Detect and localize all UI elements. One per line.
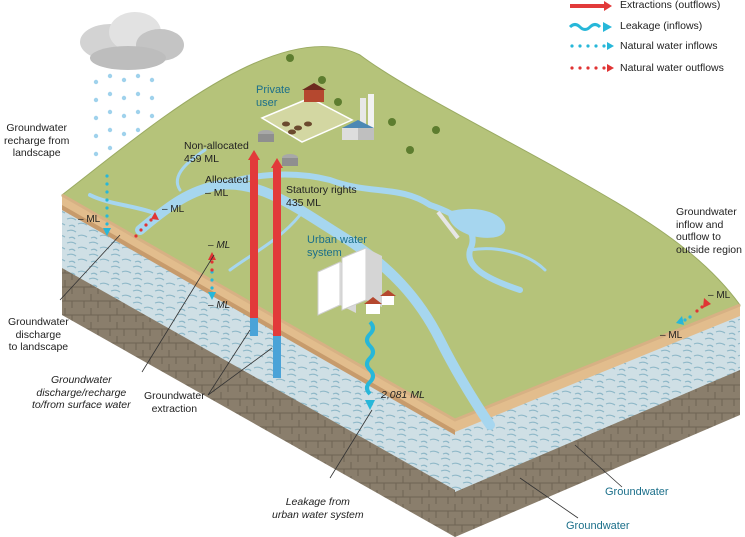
bore-statutory [271,158,283,378]
label-inflow-outflow-region: Groundwater inflow and outflow to outsid… [676,206,742,256]
reservoir [448,208,506,238]
legend-natural-inflows: Natural water inflows [620,40,718,52]
label-statutory-rights: Statutory rights 435 ML [286,184,357,209]
label-non-allocated: Non-allocated 459 ML [184,140,249,165]
ml-surface-top: – ML [208,240,231,251]
legend-leakage: Leakage (inflows) [620,20,703,32]
legend-natural-outflows: Natural water outflows [620,62,724,74]
label-groundwater-bottom: Groundwater [566,520,630,532]
label-discharge-landscape: Groundwater discharge to landscape [8,316,69,353]
right-face [455,305,740,537]
ml-right-out: – ML [708,290,731,301]
dam-wall [436,210,460,240]
bore-non-allocated [248,150,260,336]
water-tanks [258,130,298,166]
rain-cloud [80,12,184,70]
land-surface [61,46,741,421]
label-private-user: Private user [256,84,291,109]
legend-glyphs [568,1,614,72]
label-discharge-surface: Groundwater discharge/recharge to/from s… [32,374,131,411]
rain-drops [93,73,155,157]
urban-buildings [317,247,396,316]
label-leakage-value: 2,081 ML [381,389,425,401]
label-recharge-landscape: Groundwater recharge from landscape [4,122,70,159]
ml-left-inflow: – ML [78,214,101,225]
leakage-arrow [365,320,375,410]
trees [286,54,440,154]
label-leakage-urban: Leakage from urban water system [272,496,364,521]
label-gw-extraction: Groundwater extraction [144,390,205,415]
label-allocated: Allocated – ML [205,174,249,199]
ml-left-outflow: – ML [162,204,185,215]
legend-extractions: Extractions (outflows) [620,0,721,11]
ml-surface-bottom: – ML [208,300,231,311]
farm [260,83,354,143]
ml-right-in: – ML [660,330,683,341]
factory [342,94,374,140]
label-groundwater-front: Groundwater [605,486,669,498]
natural-flow-arrows [103,174,711,325]
leader-lines [59,234,623,519]
left-face [62,195,455,537]
label-urban-water-system: Urban water system [307,234,367,259]
